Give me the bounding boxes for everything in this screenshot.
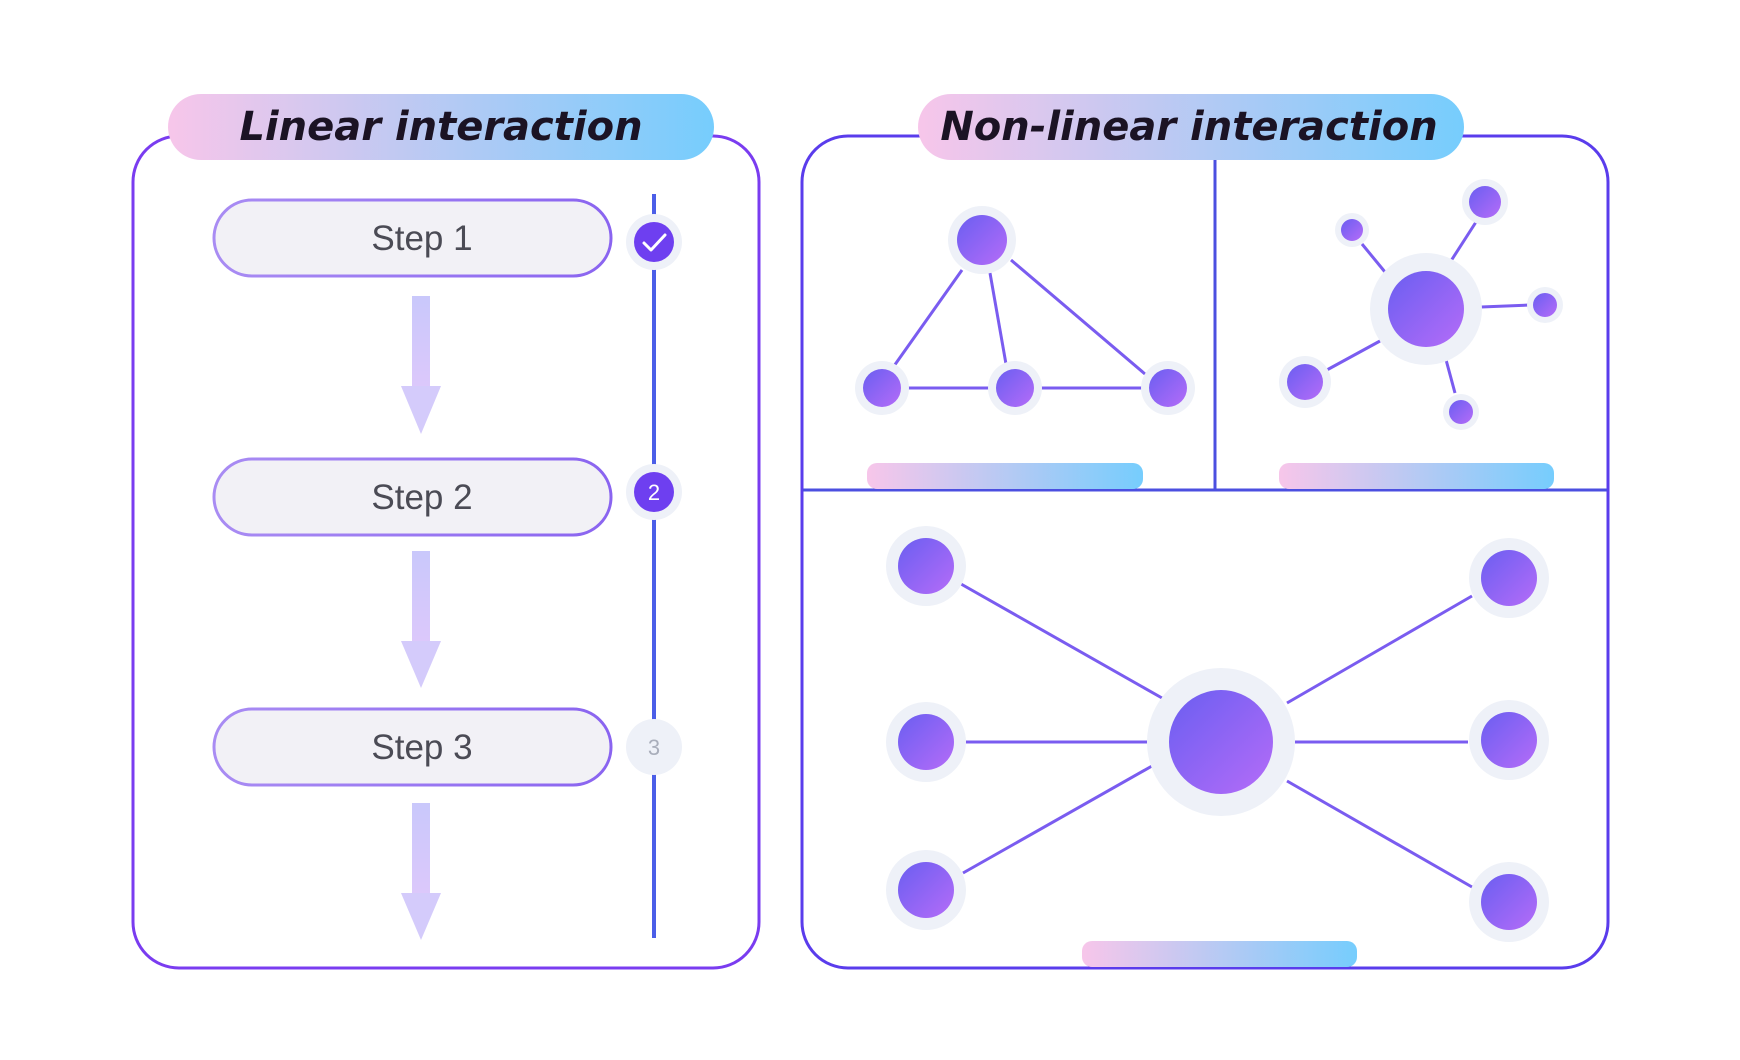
edge	[1286, 779, 1473, 889]
mesh-network	[855, 206, 1195, 415]
flow-arrow-3	[401, 803, 441, 940]
step-3-box[interactable]	[212, 707, 613, 787]
hub-network	[886, 526, 1549, 942]
hub-node	[1469, 538, 1549, 618]
nonlinear-title: Non-linear interaction	[940, 104, 1437, 150]
edge	[1480, 303, 1531, 309]
hub-center-node	[1147, 668, 1295, 816]
step-3-number: 3	[648, 735, 660, 760]
hub-node	[886, 702, 966, 782]
edge	[1010, 258, 1146, 376]
edge	[1286, 594, 1473, 705]
star-node	[1335, 213, 1369, 247]
star-node	[1527, 287, 1563, 323]
star-network	[1279, 179, 1563, 430]
hub-node	[1469, 700, 1549, 780]
mesh-node	[855, 361, 909, 415]
caption-bar-hub	[1082, 941, 1357, 967]
edge	[1324, 339, 1381, 373]
nonlinear-title-pill	[918, 94, 1464, 160]
mesh-node	[1141, 361, 1195, 415]
mesh-node	[988, 361, 1042, 415]
mesh-node	[948, 206, 1016, 274]
step-3-label: Step 3	[371, 728, 472, 767]
step-1-label: Step 1	[371, 219, 472, 258]
star-hub-node	[1370, 253, 1482, 365]
hub-node	[886, 526, 966, 606]
step-1-status-badge	[626, 214, 682, 270]
check-icon	[642, 233, 667, 252]
flow-arrow-2	[401, 551, 441, 688]
caption-bar-star	[1279, 463, 1554, 489]
star-node	[1462, 179, 1508, 225]
caption-bar-triangle	[867, 463, 1143, 489]
step-2-status-badge: 2	[626, 464, 682, 520]
step-2-box[interactable]	[212, 457, 613, 537]
step-2-label: Step 2	[371, 478, 472, 517]
step-3-status-badge: 3	[626, 719, 682, 775]
edge	[892, 269, 964, 367]
edge	[1443, 355, 1457, 394]
linear-title: Linear interaction	[239, 104, 642, 150]
edge	[1360, 243, 1387, 273]
edge	[960, 582, 1163, 700]
star-node	[1443, 394, 1479, 430]
step-2-number: 2	[648, 480, 660, 505]
linear-title-pill	[168, 94, 714, 160]
edge	[1447, 221, 1478, 265]
star-node	[1279, 356, 1331, 408]
edge	[988, 272, 1008, 365]
hub-node	[886, 850, 966, 930]
hub-node	[1469, 862, 1549, 942]
flow-arrow-1	[401, 296, 441, 434]
step-1-box[interactable]	[212, 198, 613, 278]
edge	[962, 764, 1153, 875]
linear-panel: Linear interaction Step 1 Step 2 2	[131, 94, 761, 970]
nonlinear-panel: Non-linear interaction	[800, 94, 1610, 970]
